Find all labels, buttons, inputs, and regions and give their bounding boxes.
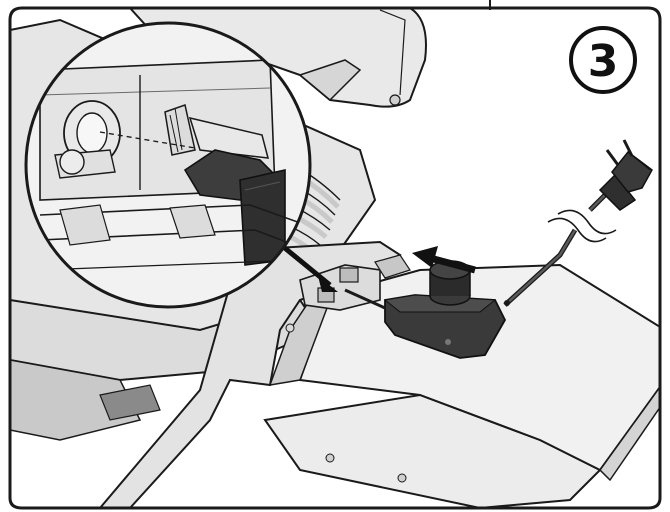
figure-frame [8, 6, 662, 510]
cord-break-icon [547, 209, 617, 243]
step-number-badge: 3 [569, 26, 637, 94]
insertion-arrow-icon [412, 246, 476, 274]
regulator-icon [344, 260, 507, 359]
power-plug-icon [598, 139, 653, 211]
magnifier-inset [24, 21, 312, 309]
step-number: 3 [588, 36, 619, 87]
